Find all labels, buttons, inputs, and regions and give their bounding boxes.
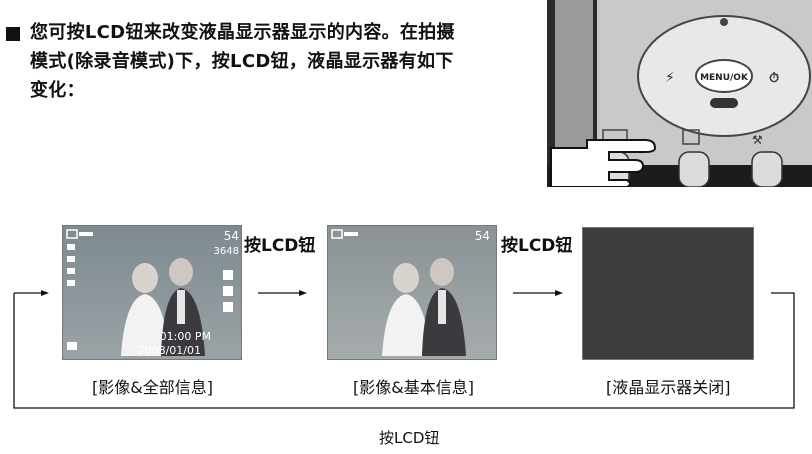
footer-step-label: 按LCD钮 xyxy=(379,429,440,447)
osd-shots-remaining: 54 xyxy=(224,229,239,243)
camera-button-2 xyxy=(678,151,710,187)
osd-shots-remaining: 54 xyxy=(475,229,490,243)
screen-basic-info: 54 xyxy=(327,225,497,360)
dial-up-arrow-icon xyxy=(720,18,728,26)
flash-icon: ⚡ xyxy=(665,70,675,86)
timer-icon: ⏱ xyxy=(769,71,779,86)
camera-button-3 xyxy=(751,151,783,187)
bullet-square xyxy=(6,27,20,41)
osd-time: 01:00 PM xyxy=(160,330,211,343)
caption-basic-info: [影像&基本信息] xyxy=(353,378,474,397)
intro-line-2: 模式(除录音模式)下，按LCD钮，液晶显示器有如下 xyxy=(30,51,454,72)
intro-text: 您可按LCD钮来改变液晶显示器显示的内容。在拍摄 模式(除录音模式)下，按LCD… xyxy=(30,18,530,105)
caption-full-info: [影像&全部信息] xyxy=(92,378,213,397)
screen-lcd-off xyxy=(582,227,754,360)
menu-ok-button xyxy=(695,59,753,93)
osd-date: 2008/01/01 xyxy=(138,344,201,357)
arrow-head-icon xyxy=(41,290,49,296)
screen-full-info-image: 54 3648 01:00 PM 2008/01/01 xyxy=(63,226,241,359)
caption-lcd-off: [液晶显示器关闭] xyxy=(606,378,731,397)
intro-line-1: 您可按LCD钮来改变液晶显示器显示的内容。在拍摄 xyxy=(30,22,455,43)
playback-button-icon xyxy=(682,129,700,145)
pointing-hand-icon xyxy=(550,139,657,187)
step-label-2: 按LCD钮 xyxy=(501,236,573,256)
menu-ok-label: MENU/OK xyxy=(700,73,749,83)
dial-down-button xyxy=(710,98,738,108)
arrow-head-icon xyxy=(299,290,307,296)
screen-basic-info-image: 54 xyxy=(328,226,496,359)
delete-icon: ⚒ xyxy=(752,133,763,147)
arrow-head-icon xyxy=(555,290,563,296)
camera-back-illustration: ⚡ ⏱ MENU/OK ⚒ xyxy=(547,0,812,187)
osd-resolution: 3648 xyxy=(214,246,239,257)
screen-full-info: 54 3648 01:00 PM 2008/01/01 xyxy=(62,225,242,360)
step-label-1: 按LCD钮 xyxy=(244,236,316,256)
loop-line xyxy=(13,292,795,409)
intro-line-3: 变化： xyxy=(30,80,85,101)
